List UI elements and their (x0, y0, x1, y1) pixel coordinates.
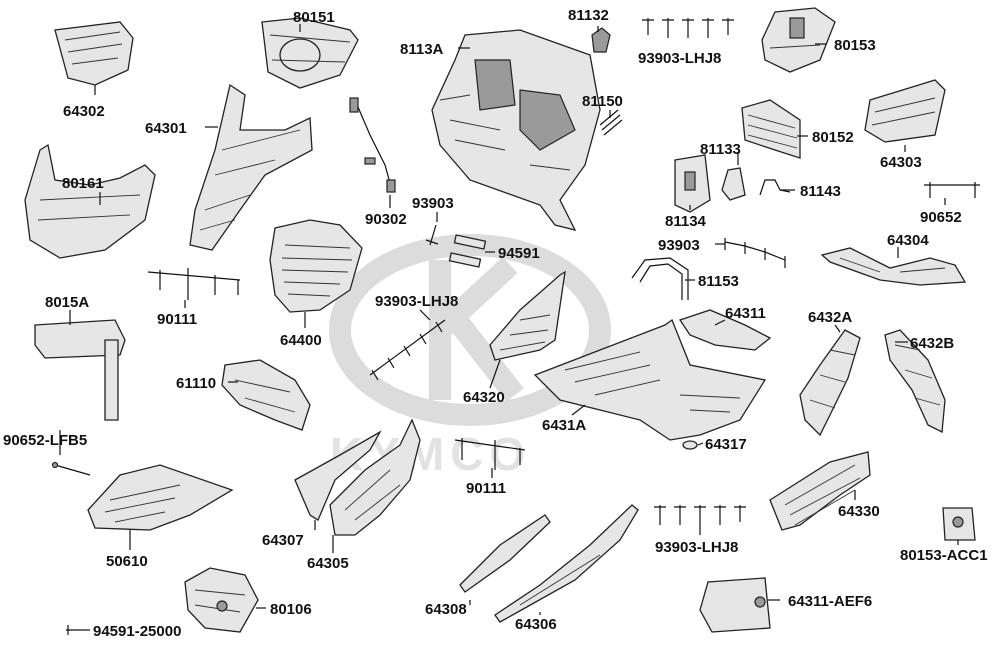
label-81153: 81153 (698, 273, 739, 290)
part-64330-drawing (769, 451, 871, 531)
label-64308: 64308 (425, 601, 467, 618)
label-93903-chain: 93903 (658, 237, 700, 254)
label-64306: 64306 (515, 616, 557, 633)
part-6432B-drawing (884, 329, 946, 434)
part-8113A-drawing (431, 29, 601, 231)
part-64306-drawing (494, 504, 639, 623)
label-80161: 80161 (62, 175, 104, 192)
part-64302-drawing (54, 21, 134, 86)
label-81132: 81132 (568, 7, 609, 24)
label-94591-25000: 94591-25000 (93, 623, 181, 640)
label-8015A: 8015A (45, 294, 89, 311)
part-93903-chain-drawing (724, 238, 786, 268)
part-93903-single-drawing (425, 224, 439, 246)
part-80153-drawing (761, 7, 836, 73)
part-64317-drawing (682, 440, 698, 450)
part-93903-LHJ8-top-drawing (642, 18, 734, 38)
part-64308-drawing (459, 514, 551, 593)
label-64305: 64305 (307, 555, 349, 572)
part-64311-AEF6-drawing (699, 577, 771, 633)
label-50610: 50610 (106, 553, 148, 570)
label-93903-LHJ8-top: 93903-LHJ8 (638, 50, 721, 67)
part-90652-LFB5-drawing (51, 461, 91, 476)
part-93903-LHJ8-bottom-drawing (654, 505, 746, 525)
part-labels: 64302 80151 8113A 81132 93903-LHJ8 80153… (3, 7, 988, 640)
label-8113A: 8113A (400, 41, 444, 58)
label-90111-mid: 90111 (466, 480, 506, 497)
label-90302: 90302 (365, 211, 407, 228)
label-64304: 64304 (887, 232, 929, 249)
part-80151-drawing (261, 17, 359, 89)
part-80153-ACC1-drawing (942, 507, 976, 541)
part-64320-drawing (489, 270, 566, 361)
part-6432A-drawing (799, 329, 861, 437)
label-93903-LHJ8-mid: 93903-LHJ8 (375, 293, 458, 310)
part-81153-drawing (631, 257, 689, 300)
part-64301-drawing (189, 83, 313, 251)
label-80152: 80152 (812, 129, 854, 146)
part-90111-mid-drawing (454, 438, 526, 470)
label-64400: 64400 (280, 332, 322, 349)
label-93903-single: 93903 (412, 195, 454, 212)
label-80153-ACC1: 80153-ACC1 (900, 547, 988, 564)
label-90652-LFB5: 90652-LFB5 (3, 432, 87, 449)
part-64311-drawing (678, 309, 772, 351)
label-93903-LHJ8-bottom: 93903-LHJ8 (655, 539, 738, 556)
part-81150-drawing (599, 109, 623, 136)
part-93903-LHJ8-mid-drawing (369, 319, 446, 381)
part-50610-drawing (87, 464, 234, 531)
part-64303-drawing (864, 79, 946, 143)
label-61110: 61110 (176, 375, 216, 392)
label-90652: 90652 (920, 209, 962, 226)
label-64302: 64302 (63, 103, 105, 120)
part-64304-drawing (820, 247, 967, 286)
part-64307-drawing (294, 430, 382, 521)
label-81150: 81150 (582, 93, 623, 110)
label-81143: 81143 (800, 183, 841, 200)
part-80161-drawing (24, 143, 156, 259)
label-81133: 81133 (700, 141, 741, 158)
part-94591-25000-drawing (66, 625, 80, 635)
part-81133-drawing (721, 167, 746, 201)
label-64317: 64317 (705, 436, 747, 453)
label-6431A: 6431A (542, 417, 586, 434)
part-90111-left-drawing (147, 268, 241, 300)
part-90302-drawing (349, 97, 396, 193)
label-64320: 64320 (463, 389, 505, 406)
part-64400-drawing (269, 219, 363, 313)
part-81134-drawing (674, 154, 711, 213)
label-6432B: 6432B (910, 335, 954, 352)
part-81143-drawing (759, 179, 791, 196)
label-80151: 80151 (293, 9, 335, 26)
label-81134: 81134 (665, 213, 707, 230)
part-61110-drawing (221, 359, 311, 431)
part-80106-drawing (184, 567, 259, 633)
label-80153: 80153 (834, 37, 876, 54)
label-90111-left: 90111 (157, 311, 197, 328)
part-94591-drawing (448, 234, 487, 268)
part-6431A-drawing (533, 318, 767, 441)
label-64301: 64301 (145, 120, 187, 137)
label-64303: 64303 (880, 154, 922, 171)
part-80152-drawing (741, 99, 801, 159)
part-90652-drawing (924, 182, 980, 198)
leader-lines (59, 24, 959, 631)
label-6432A: 6432A (808, 309, 852, 326)
label-64307: 64307 (262, 532, 304, 549)
label-80106: 80106 (270, 601, 312, 618)
part-64305-drawing (329, 418, 421, 536)
part-81132-drawing (591, 27, 611, 53)
label-94591: 94591 (498, 245, 540, 262)
label-64311: 64311 (725, 305, 766, 322)
label-64311-AEF6: 64311-AEF6 (788, 593, 872, 610)
label-64330: 64330 (838, 503, 880, 520)
part-8015A-drawing (34, 319, 126, 421)
